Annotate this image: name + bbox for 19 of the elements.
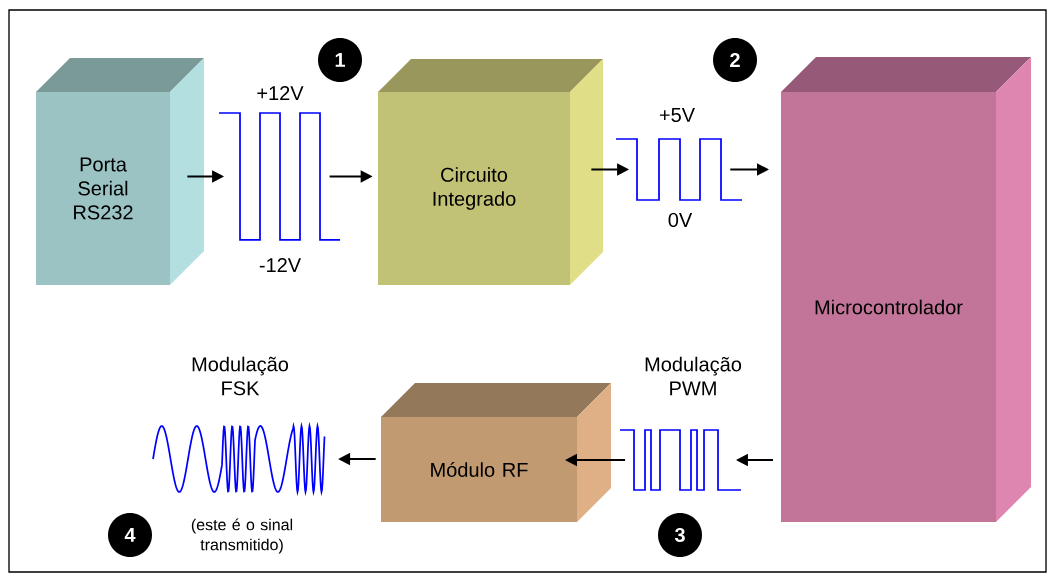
voltage-label: 0V — [668, 212, 693, 228]
voltage-label: -12V — [259, 258, 301, 272]
block-box: Circuito Integrado — [378, 59, 603, 285]
modulation-label: Modulação FSK — [192, 356, 289, 396]
square-wave-drawing — [615, 138, 743, 201]
callout-number: 3 — [658, 513, 702, 557]
block-box: Módulo RF — [381, 383, 611, 522]
block-box: Microcontrolador — [781, 57, 1031, 522]
note-text: (este é o sinal transmitido) — [191, 518, 293, 554]
callout-number: 4 — [108, 513, 152, 557]
callout-number: 1 — [318, 38, 362, 82]
pwm-wave-drawing — [619, 429, 742, 491]
block-box: Porta Serial RS232 — [36, 58, 204, 285]
square-wave-drawing — [218, 112, 341, 241]
voltage-label: +5V — [659, 108, 695, 122]
voltage-label: +12V — [257, 86, 304, 100]
modulation-label: Modulação PWM — [645, 356, 742, 396]
callout-number: 2 — [713, 38, 757, 82]
fsk-wave-drawing — [152, 421, 326, 497]
